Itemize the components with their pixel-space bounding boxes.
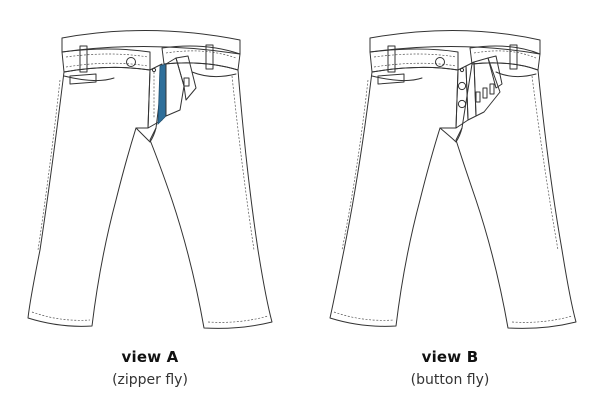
fly-lining-upper: [487, 55, 503, 89]
rivet-icon: [459, 67, 465, 73]
waistband-button-icon: [126, 57, 136, 67]
jeans-button-fly-icon: [329, 30, 577, 329]
right-leg: [455, 62, 577, 329]
fly-lining: [165, 57, 185, 117]
jeans-zipper-fly-icon: [27, 30, 273, 329]
left-leg: [329, 66, 459, 327]
front-pocket-left: [63, 75, 115, 82]
view-a-title: view A: [121, 348, 179, 366]
coin-pocket: [377, 73, 405, 85]
belt-loop: [205, 44, 214, 70]
buttonhole: [489, 83, 495, 95]
view-a-panel: view A (zipper fly): [27, 30, 273, 388]
buttonhole: [183, 77, 190, 87]
belt-loop: [387, 45, 396, 73]
zipper-tape: [157, 63, 167, 126]
coin-pocket: [69, 73, 97, 85]
left-leg: [27, 66, 151, 327]
front-pocket-left: [371, 75, 423, 82]
right-leg: [149, 62, 273, 329]
belt-loop: [509, 44, 518, 70]
fly-button-icon: [457, 99, 467, 109]
fly-button-icon: [457, 81, 467, 91]
view-b-panel: view B (button fly): [300, 0, 600, 404]
view-a-subtitle: (zipper fly): [112, 372, 188, 388]
fly-flap-right: [175, 55, 197, 101]
buttonhole: [475, 91, 481, 103]
waistband-button-icon: [435, 57, 445, 67]
view-b-subtitle: (button fly): [410, 372, 490, 388]
belt-loop: [79, 45, 88, 73]
rivet-icon: [151, 67, 157, 73]
view-b-title: view B: [421, 348, 479, 366]
fly-flap-right: [473, 57, 501, 117]
buttonhole: [482, 87, 488, 99]
